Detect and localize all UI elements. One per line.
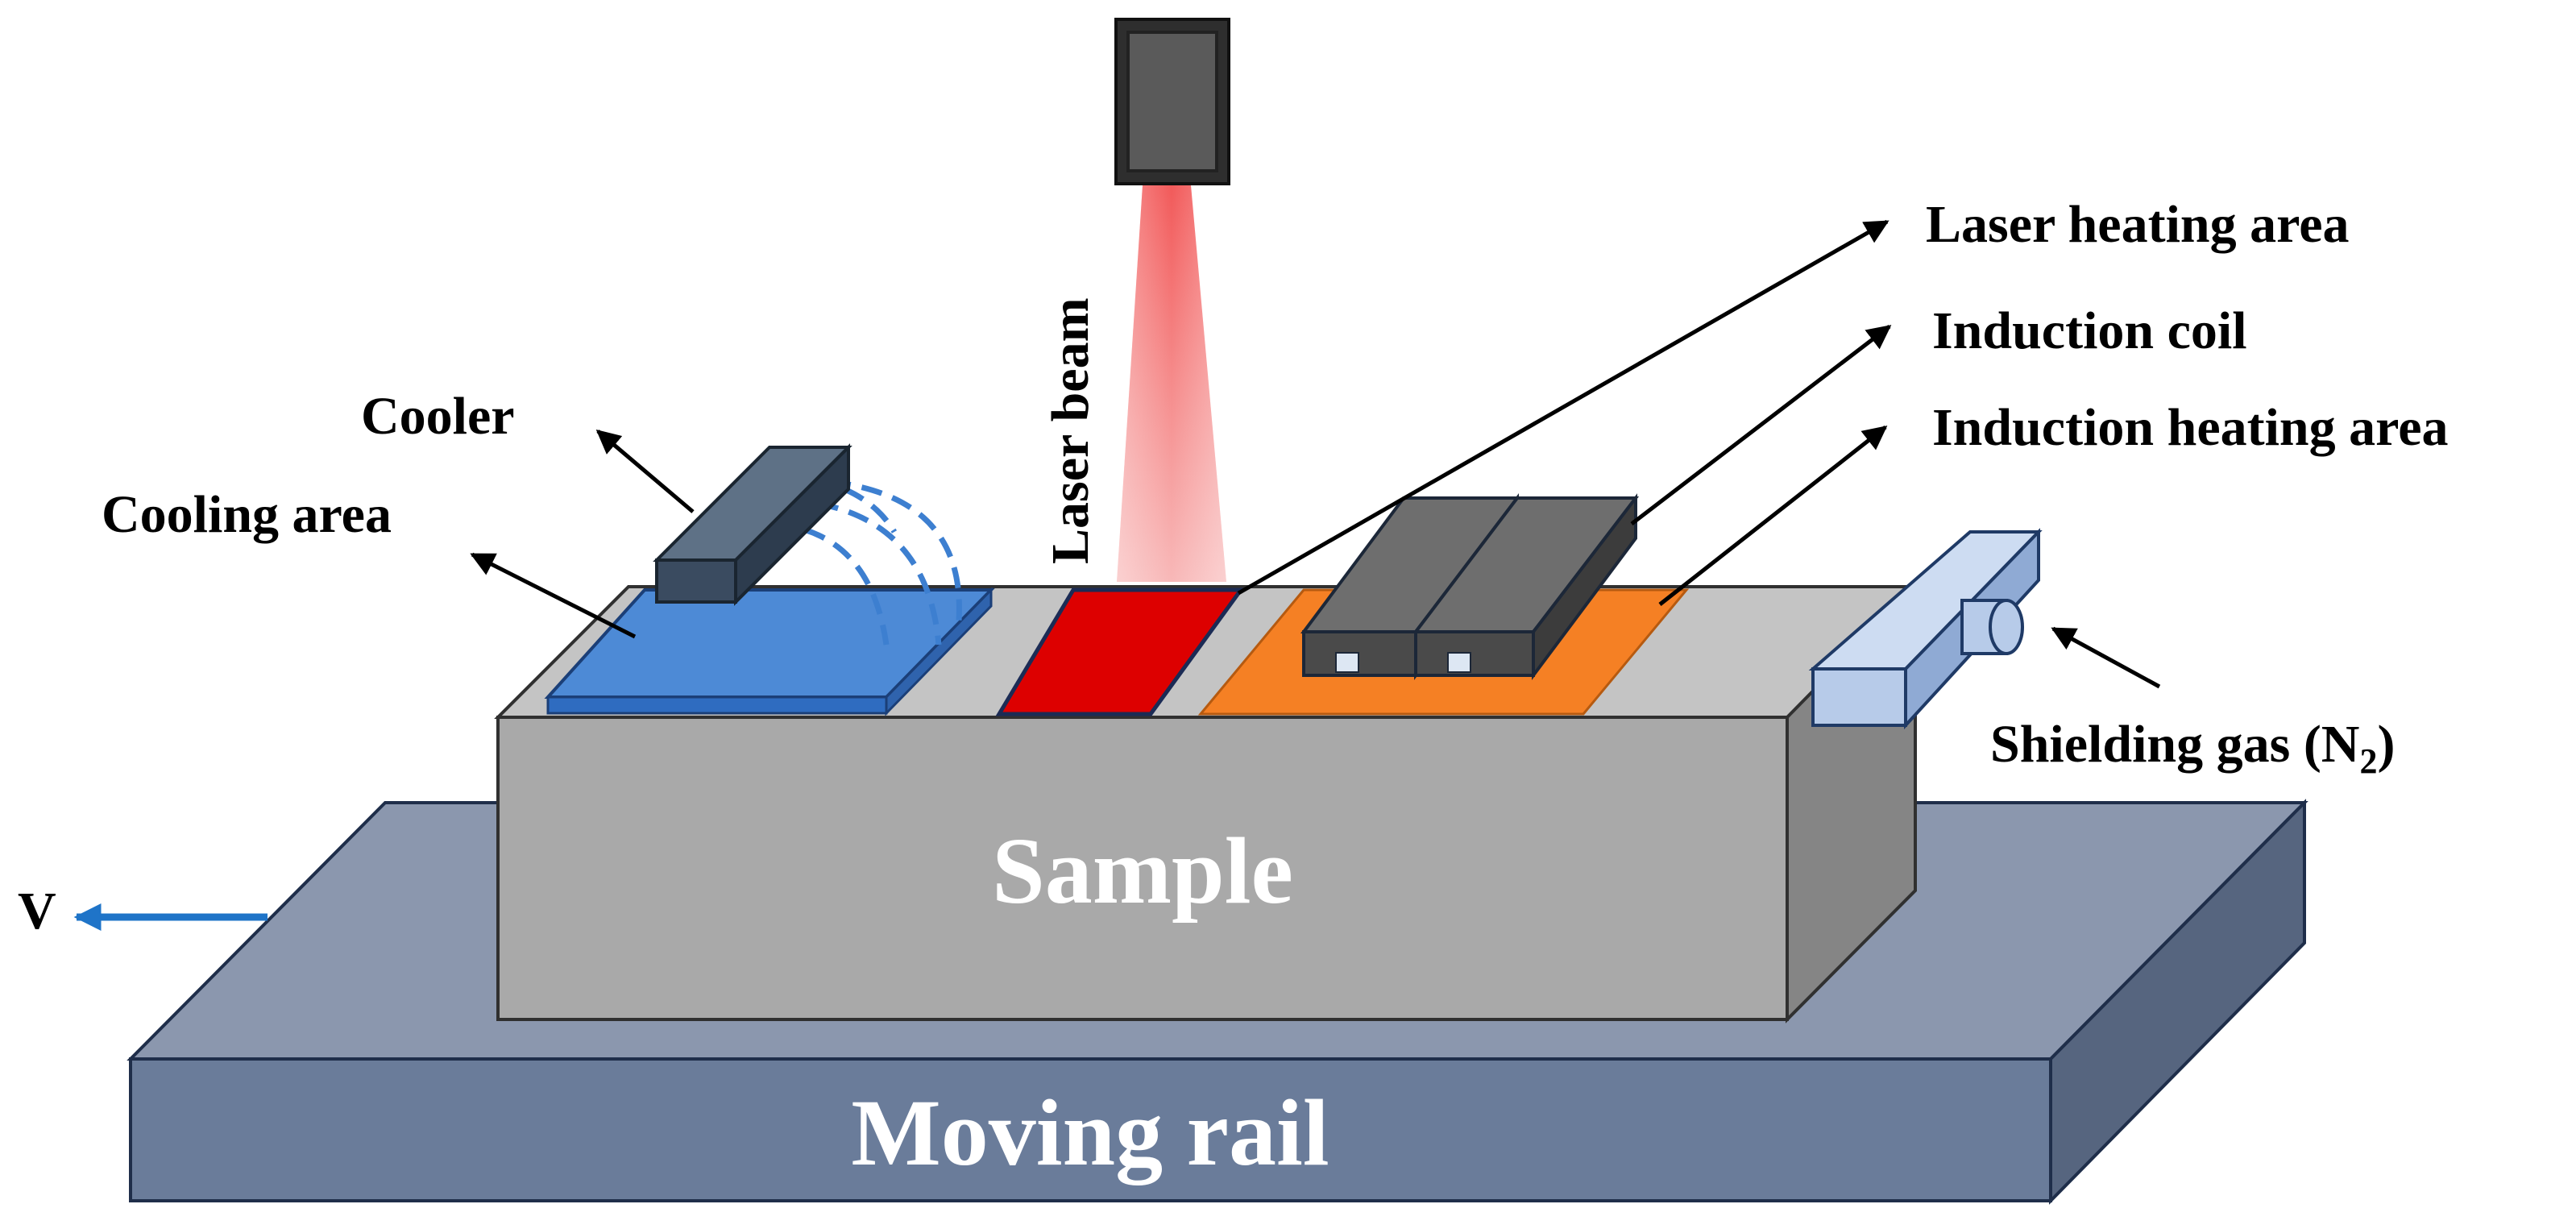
laser-head (1114, 18, 1230, 185)
nozzle-outlet (1989, 599, 2024, 655)
velocity-label: V (18, 882, 56, 940)
shielding-gas-nozzle (1808, 528, 2043, 730)
leader-laser-heating-area (1237, 219, 1889, 596)
induction-coil-label: Induction coil (1932, 301, 2247, 360)
shielding-gas-label: Shielding gas (N2) (1990, 715, 2395, 781)
cooler (653, 443, 852, 606)
moving-rail-label: Moving rail (851, 1080, 1329, 1185)
coil-bar-2 (1412, 493, 1640, 681)
sample-front-face (496, 716, 1789, 1021)
induction-coil (1300, 493, 1640, 681)
leader-cooler (595, 430, 695, 513)
laser-heating-area-label: Laser heating area (1926, 195, 2350, 254)
laser-beam (1117, 185, 1226, 582)
laser-beam-highlight (1117, 185, 1226, 582)
laser-beam-label: Laser beam (1041, 297, 1100, 564)
nozzle-front (1811, 667, 1907, 727)
coil-conduit-2 (1447, 652, 1471, 673)
cooler-front (655, 558, 737, 604)
rail-front-face (129, 1057, 2052, 1202)
velocity-indicator: V (18, 882, 268, 940)
leader-cooling-area (470, 552, 637, 639)
induction-heating-area-label: Induction heating area (1932, 398, 2449, 457)
leader-induction-heating-area (1658, 426, 1888, 606)
laser-head-face (1126, 31, 1218, 172)
leader-shielding-gas (2051, 626, 2161, 689)
shielding-gas-text: Shielding gas (N (1990, 715, 2359, 774)
cooling-area-label: Cooling area (102, 485, 392, 544)
leader-lines (470, 219, 2161, 689)
cooler-label: Cooler (361, 387, 515, 446)
leader-induction-coil (1630, 325, 1892, 525)
cooling-area-front (546, 695, 888, 715)
shielding-gas-subscript: 2 (2359, 741, 2377, 781)
coil-conduit-1 (1335, 652, 1359, 673)
sample-label: Sample (992, 818, 1293, 924)
cooling-area (544, 587, 995, 716)
shielding-gas-close: ) (2377, 715, 2395, 774)
